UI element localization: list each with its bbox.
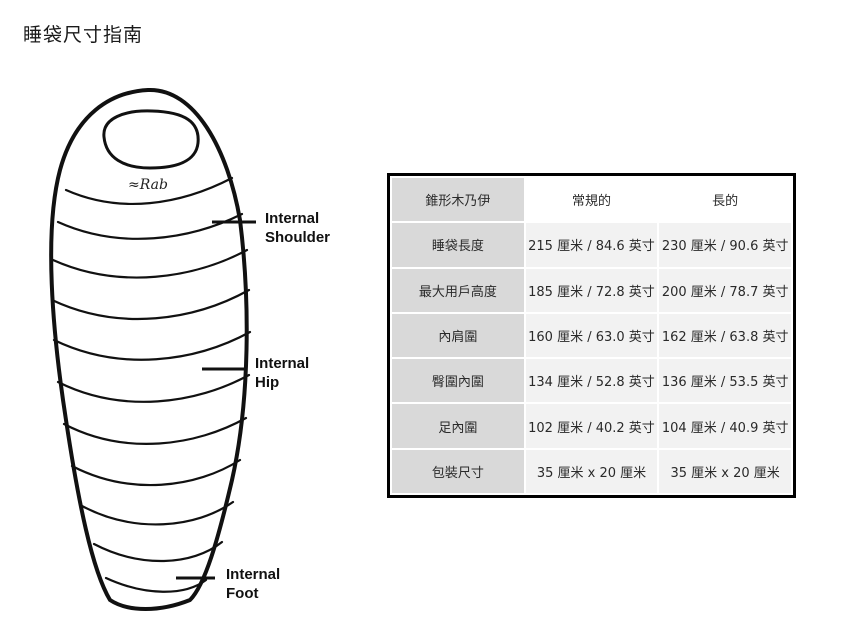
- table-row: 睡袋長度 215 厘米 / 84.6 英寸 230 厘米 / 90.6 英寸: [392, 223, 791, 267]
- table-row: 最大用戶高度 185 厘米 / 72.8 英寸 200 厘米 / 78.7 英寸: [392, 268, 791, 312]
- foot-callout-line2: Foot: [226, 585, 259, 602]
- table-row: 內肩圍 160 厘米 / 63.0 英寸 162 厘米 / 63.8 英寸: [392, 313, 791, 358]
- table-cell: 102 厘米 / 40.2 英寸: [525, 404, 658, 448]
- size-table: 錐形木乃伊 常規的 長的 睡袋長度 215 厘米 / 84.6 英寸 230 厘…: [387, 173, 796, 498]
- rab-logo: ≈Rab: [128, 177, 168, 193]
- foot-callout-line1: Internal: [226, 566, 281, 583]
- table-corner-label: 錐形木乃伊: [392, 178, 524, 222]
- table-cell: 35 厘米 x 20 厘米: [525, 449, 658, 493]
- table-cell: 230 厘米 / 90.6 英寸: [659, 223, 791, 267]
- shoulder-callout-line1: Internal: [265, 210, 320, 227]
- column-header-regular: 常規的: [525, 178, 658, 222]
- baffle-lines: [50, 176, 252, 593]
- row-label: 睡袋長度: [392, 223, 524, 267]
- table-cell: 35 厘米 x 20 厘米: [659, 449, 791, 493]
- table-cell: 104 厘米 / 40.9 英寸: [659, 404, 791, 448]
- row-label: 內肩圍: [392, 313, 524, 358]
- row-label: 足內圍: [392, 404, 524, 448]
- table-cell: 136 厘米 / 53.5 英寸: [659, 359, 791, 403]
- row-label: 臀圍內圍: [392, 359, 524, 403]
- table-row: 足內圍 102 厘米 / 40.2 英寸 104 厘米 / 40.9 英寸: [392, 404, 791, 448]
- sleeping-bag-outline: [49, 87, 249, 611]
- hood-opening: [102, 109, 200, 170]
- column-header-long: 長的: [659, 178, 791, 222]
- row-label: 包裝尺寸: [392, 449, 524, 493]
- table-row: 包裝尺寸 35 厘米 x 20 厘米 35 厘米 x 20 厘米: [392, 449, 791, 493]
- shoulder-callout-label: Internal Shoulder: [265, 209, 330, 247]
- table-cell: 160 厘米 / 63.0 英寸: [525, 313, 658, 358]
- row-label: 最大用戶高度: [392, 268, 524, 312]
- foot-callout-label: Internal Foot: [226, 565, 280, 603]
- page-title: 睡袋尺寸指南: [23, 24, 144, 46]
- table-cell: 134 厘米 / 52.8 英寸: [525, 359, 658, 403]
- table-cell: 185 厘米 / 72.8 英寸: [525, 268, 658, 312]
- table-row: 臀圍內圍 134 厘米 / 52.8 英寸 136 厘米 / 53.5 英寸: [392, 359, 791, 403]
- table-cell: 215 厘米 / 84.6 英寸: [525, 223, 658, 267]
- shoulder-callout-line2: Shoulder: [265, 229, 331, 246]
- hip-callout-line1: Internal: [255, 355, 310, 372]
- table-header-row: 錐形木乃伊 常規的 長的: [392, 178, 791, 222]
- hip-callout-label: Internal Hip: [255, 354, 309, 392]
- table-cell: 162 厘米 / 63.8 英寸: [659, 313, 791, 358]
- hip-callout-line2: Hip: [255, 374, 280, 391]
- table-cell: 200 厘米 / 78.7 英寸: [659, 268, 791, 312]
